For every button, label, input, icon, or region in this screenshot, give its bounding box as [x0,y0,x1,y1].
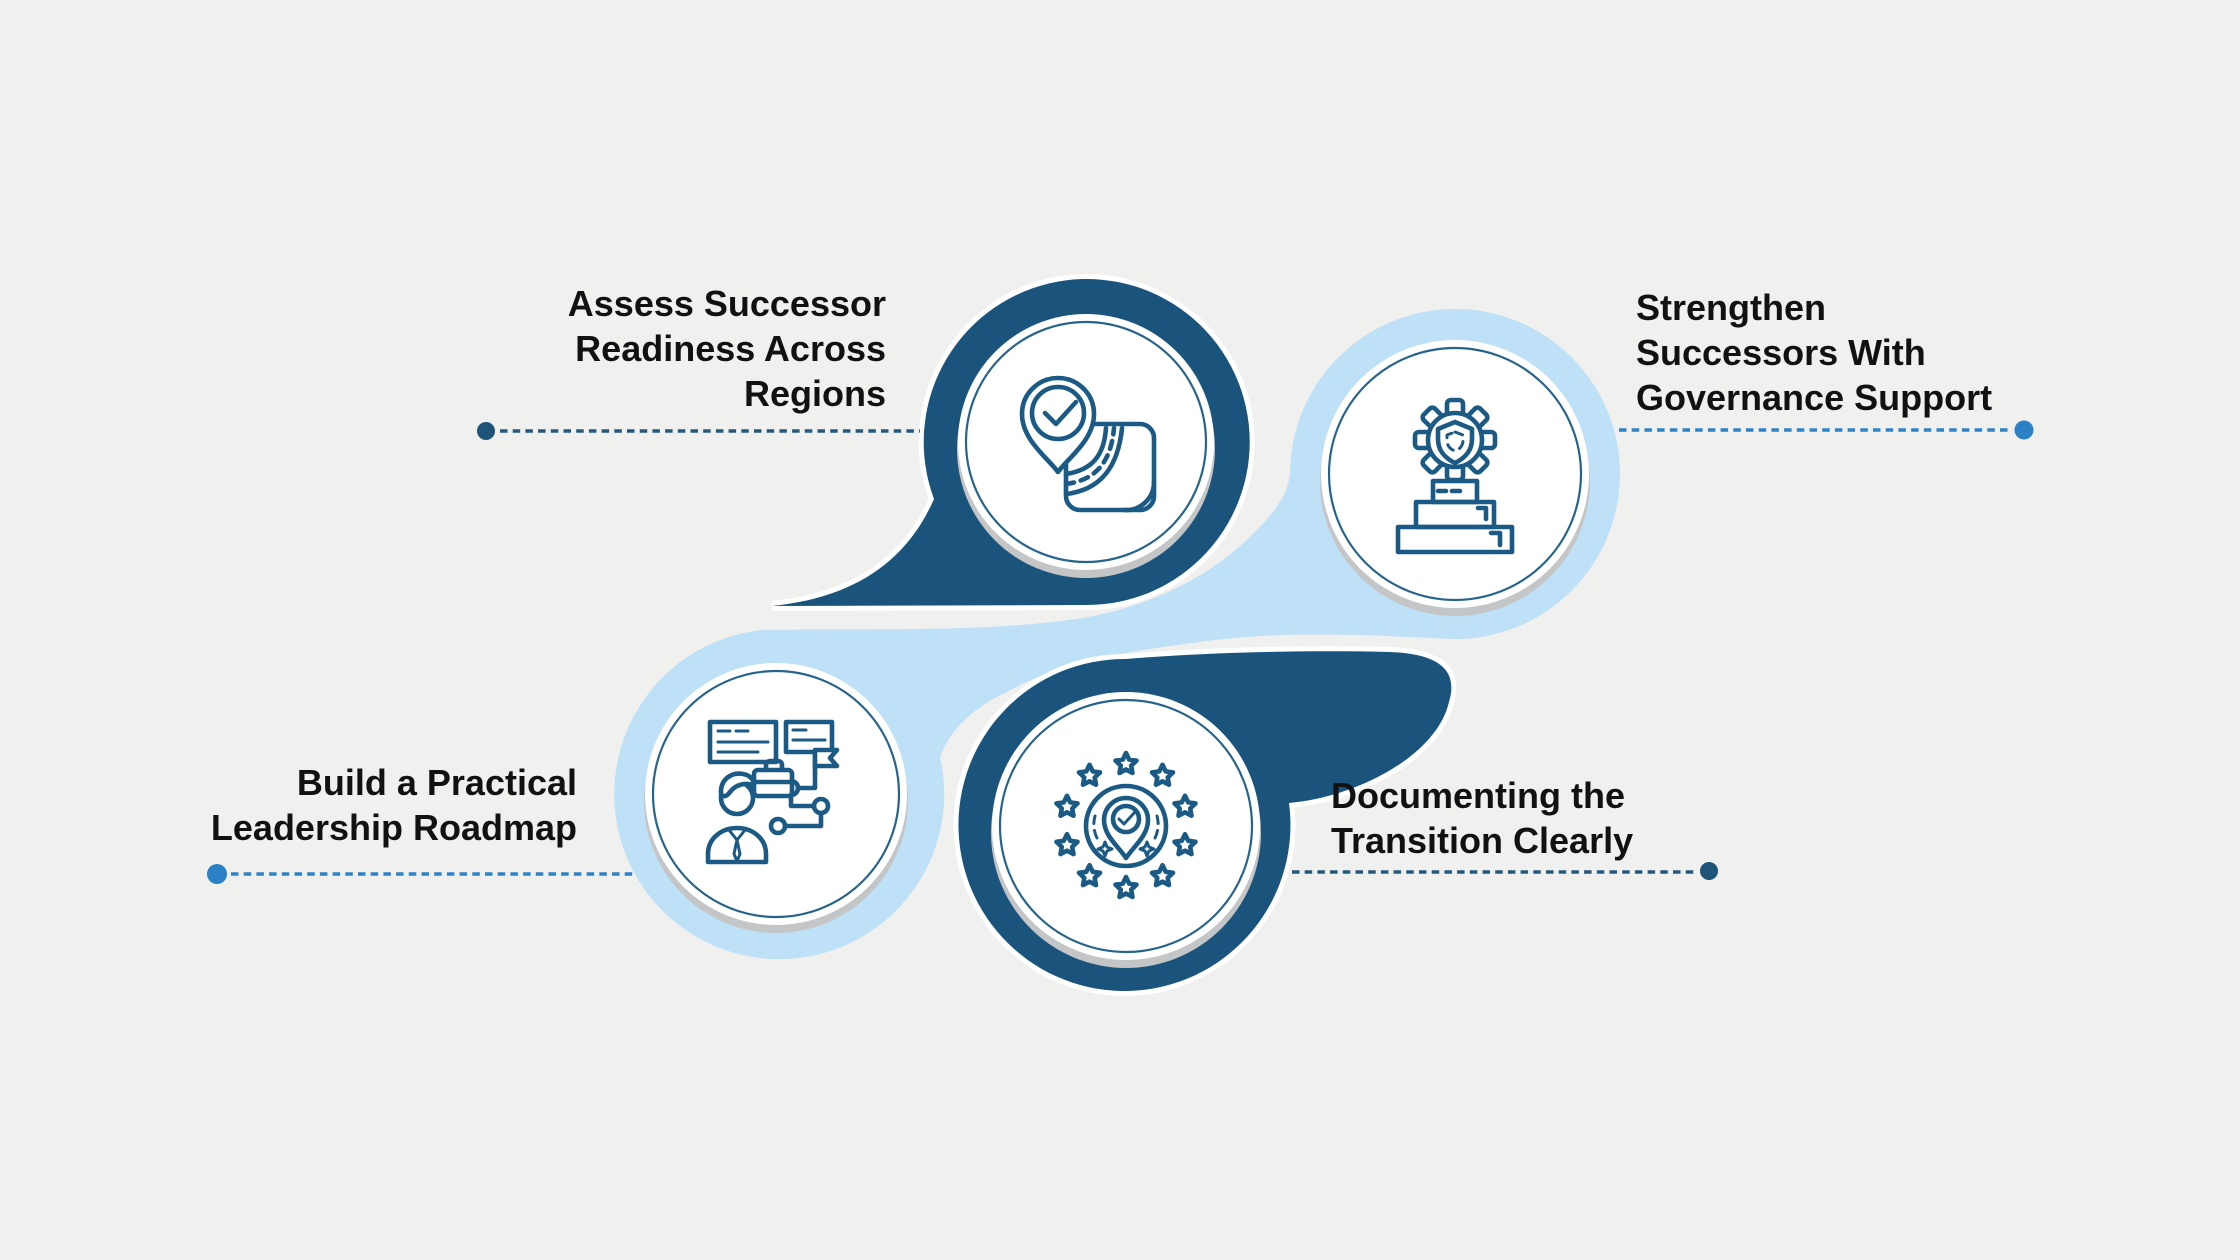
step-label-line: Strengthen [1636,287,1827,328]
connector-strengthen [1619,420,2034,440]
step-label-line: Build a Practical [296,762,577,803]
connector-endpoint-dot [477,422,495,440]
person-roadmap-icon [705,719,840,865]
connector-build [207,864,633,884]
connector-assess [477,422,920,440]
badge-pin-stars-icon [1057,753,1196,897]
step-label-line: Governance Support [1636,377,1993,418]
icon-circle-assess [957,314,1215,578]
connector-endpoint-dot [207,864,227,884]
map-pin-check-icon [1019,375,1157,513]
step-label-documenting: Documenting the Transition Clearly [1331,773,1633,863]
step-label-line: Successors With [1636,332,1926,373]
step-label-line: Documenting the [1331,775,1625,816]
connector-documenting [1292,862,1718,880]
step-label-line: Regions [743,373,886,414]
step-label-line: Transition Clearly [1331,820,1634,861]
gear-shield-podium-icon [1395,397,1515,555]
connector-endpoint-dot [1700,862,1718,880]
step-label-line: Readiness Across [575,328,886,369]
step-label-strengthen: Strengthen Successors With Governance Su… [1636,285,1992,420]
step-label-assess: Assess Successor Readiness Across Region… [568,281,886,416]
step-label-build: Build a Practical Leadership Roadmap [211,760,577,850]
step-label-line: Leadership Roadmap [210,807,577,848]
connector-endpoint-dot [2014,420,2034,440]
step-label-line: Assess Successor [567,283,886,324]
